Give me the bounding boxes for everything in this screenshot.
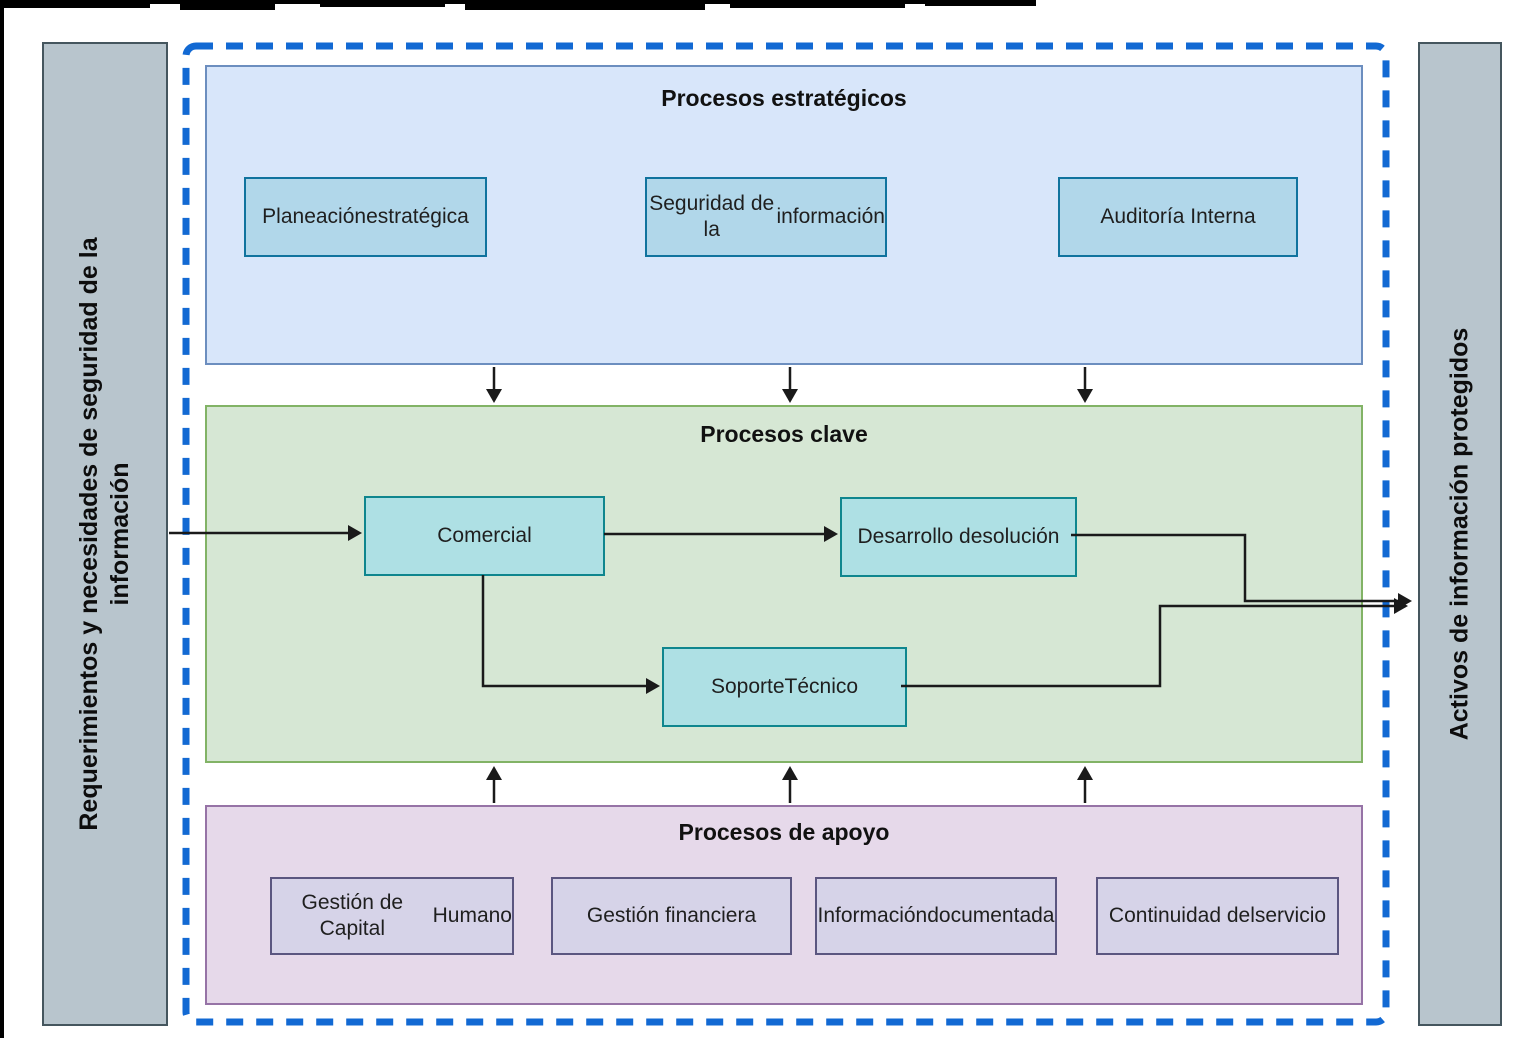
top-edge-artifact <box>730 0 905 8</box>
arrow-support-to-key-2 <box>782 766 798 803</box>
top-edge-artifact <box>180 0 275 10</box>
top-edge-artifact <box>0 0 150 8</box>
strategic-band-title: Procesos estratégicos <box>661 85 907 111</box>
left-edge-artifact <box>0 0 4 1038</box>
arrow-support-to-key-1 <box>486 766 502 803</box>
top-edge-artifact <box>925 0 1036 6</box>
left-requirements-label: Requerimientos y necesidades de segurida… <box>74 237 134 831</box>
process-box-comercial: Comercial <box>364 496 605 576</box>
top-edge-artifact <box>465 0 705 10</box>
process-box-gestion-financiera: Gestión financiera <box>551 877 792 955</box>
arrow-support-to-key-3 <box>1077 766 1093 803</box>
support-band-title: Procesos de apoyo <box>678 819 890 845</box>
arrow-strategic-to-key-2 <box>782 367 798 403</box>
arrow-strategic-to-key-3 <box>1077 367 1093 403</box>
right-protected-assets-bar: Activos de información protegidos <box>1418 42 1502 1026</box>
left-requirements-bar: Requerimientos y necesidades de segurida… <box>42 42 168 1026</box>
process-box-auditoria-interna: Auditoría Interna <box>1058 177 1298 257</box>
right-protected-assets-label: Activos de información protegidos <box>1445 327 1474 741</box>
arrow-strategic-to-key-1 <box>486 367 502 403</box>
key-band-title: Procesos clave <box>700 421 868 447</box>
top-edge-artifact <box>320 0 445 7</box>
